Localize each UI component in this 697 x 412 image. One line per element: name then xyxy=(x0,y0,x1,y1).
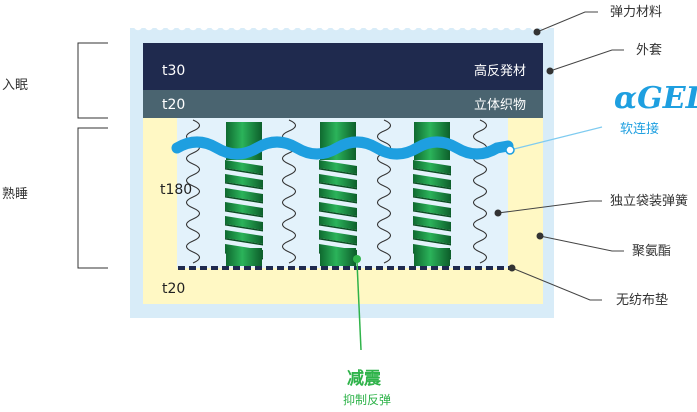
label-elastic-material: 弹力材料 xyxy=(610,5,662,20)
brand-logo: αGEL xyxy=(614,81,697,116)
cover-scallop xyxy=(353,21,363,31)
cover-scallop xyxy=(342,21,352,31)
gel-callout-line xyxy=(509,126,603,151)
cover-scallop xyxy=(441,21,451,31)
cover-scallop xyxy=(287,21,297,31)
top-name: 高反発材 xyxy=(474,63,526,79)
label-cover: 外套 xyxy=(636,42,662,58)
wire-spring xyxy=(376,119,392,264)
shock-dot xyxy=(353,255,361,263)
cover-scallop xyxy=(188,21,198,31)
middle-thickness: t180 xyxy=(160,182,192,198)
callout-lines xyxy=(356,11,624,351)
cover-scallop xyxy=(320,21,330,31)
cover-scallop xyxy=(265,21,275,31)
cover-scallop xyxy=(254,21,264,31)
cover-scallop xyxy=(155,21,165,31)
cover-scallop xyxy=(331,21,341,31)
foam-left xyxy=(143,118,177,268)
foam-right xyxy=(508,118,543,268)
cover-scallop xyxy=(485,21,495,31)
pocket-coil xyxy=(413,122,451,266)
cover-scallop xyxy=(166,21,176,31)
cover-scallop xyxy=(221,21,231,31)
cover-scallop xyxy=(430,21,440,31)
cover-scallop xyxy=(496,21,506,31)
cover-scallop xyxy=(507,21,517,31)
cover-scallop xyxy=(529,21,539,31)
cover-scallop xyxy=(144,21,154,31)
cover-scallop xyxy=(298,21,308,31)
second-thickness: t20 xyxy=(162,97,185,113)
label-non-woven: 无纺布垫 xyxy=(616,292,668,308)
foam-bottom xyxy=(143,268,543,304)
label-pocket-spring: 独立袋装弹簧 xyxy=(610,193,688,209)
second-name: 立体织物 xyxy=(474,98,526,113)
zone-deep-sleep: 熟睡 xyxy=(2,186,28,202)
shock-subtitle: 抑制反弹 xyxy=(343,392,391,407)
cover-scallop xyxy=(364,21,374,31)
zone-brackets xyxy=(77,42,108,269)
cover-scallop xyxy=(232,21,242,31)
cover-scallop xyxy=(408,21,418,31)
layer-second xyxy=(143,90,543,118)
cover-scallop xyxy=(177,21,187,31)
bottom-thickness: t20 xyxy=(162,281,185,297)
cover-scallop xyxy=(397,21,407,31)
cover-scallop xyxy=(474,21,484,31)
cover-scallop xyxy=(463,21,473,31)
cover-scallop xyxy=(210,21,220,31)
gel-wave xyxy=(171,136,514,160)
cover-scallop xyxy=(452,21,462,31)
cover-scallop xyxy=(243,21,253,31)
cover-scallop xyxy=(386,21,396,31)
layer-top xyxy=(143,43,543,90)
top-thickness: t30 xyxy=(162,63,185,79)
label-polyurethane: 聚氨酯 xyxy=(632,244,671,259)
cover-scallop xyxy=(133,21,143,31)
cover-scallop xyxy=(375,21,385,31)
cover-scallop xyxy=(276,21,286,31)
wire-spring xyxy=(472,119,488,264)
cover-scallop xyxy=(309,21,319,31)
cover-scallop xyxy=(199,21,209,31)
callout-dots xyxy=(494,28,554,272)
label-soft-connection: 软连接 xyxy=(620,121,659,137)
gel-dot xyxy=(505,145,515,155)
cover-scallop xyxy=(419,21,429,31)
zone-sleep-onset: 入眠 xyxy=(2,78,28,93)
cover-scallop xyxy=(518,21,528,31)
shock-title: 减震 xyxy=(347,368,382,389)
